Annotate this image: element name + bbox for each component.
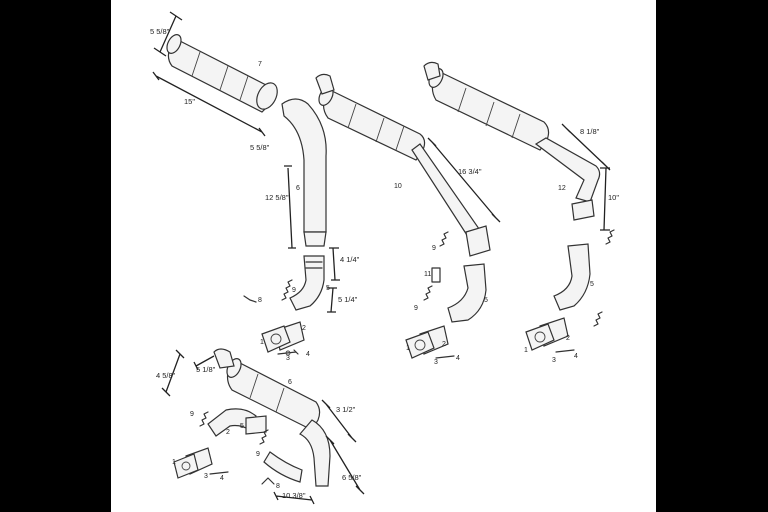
springs-3 — [593, 229, 615, 327]
diagram-sheet — [111, 0, 656, 512]
callout-5-a: 5 — [326, 285, 330, 292]
springs-1 — [243, 279, 293, 303]
dim-lower-3: 10" — [608, 193, 619, 202]
callout-4-b: 4 — [456, 355, 460, 362]
dim-length-1: 15" — [184, 97, 195, 106]
callout-3-c: 3 — [552, 357, 556, 364]
callout-9-d: 9 — [190, 411, 194, 418]
dimension-lines-3 — [561, 123, 611, 231]
dim-height-1: 5 5/8" — [150, 27, 170, 36]
dimension-line-2 — [427, 137, 501, 223]
pipe-6 — [281, 98, 327, 247]
callout-1-c: 1 — [524, 347, 528, 354]
callout-1-b: 1 — [406, 345, 410, 352]
callout-4-d: 4 — [220, 475, 224, 482]
elbow-5-assembly-3 — [553, 243, 591, 311]
dim-upper-3: 8 1/8" — [580, 127, 600, 136]
dimension-lines-1 — [152, 11, 340, 313]
callout-5-d: 5 — [240, 423, 244, 430]
callout-1-a: 1 — [260, 339, 264, 346]
muffler-10 — [315, 73, 491, 257]
callout-11: 11 — [424, 271, 431, 278]
callout-4-a: 4 — [306, 351, 310, 358]
callout-3-d: 3 — [204, 473, 208, 480]
callout-4-c: 4 — [574, 353, 578, 360]
callout-9-b: 9 — [432, 245, 436, 252]
dim-height-4: 4 5/8" — [156, 371, 176, 380]
callout-3-b: 3 — [434, 359, 438, 366]
callout-2-a: 2 — [302, 325, 306, 332]
callout-9-a: 9 — [292, 287, 296, 294]
muffler-7 — [166, 34, 278, 113]
dim-elbow-1: 5 1/4" — [338, 295, 358, 304]
callout-9-c: 9 — [414, 305, 418, 312]
callout-1-d: 1 — [172, 459, 176, 466]
callout-8-a: 8 — [258, 297, 262, 304]
muffler-12 — [423, 61, 601, 221]
callout-2-b: 2 — [442, 341, 446, 348]
dim-neck-4: 5 1/8" — [196, 365, 216, 374]
dim-pipe-gap-1: 5 5/8" — [250, 143, 270, 152]
flange-1-assembly-4 — [173, 447, 229, 479]
callout-3-a: 3 — [286, 355, 290, 362]
elbow-5-assembly-1 — [289, 255, 325, 311]
flange-1-assembly-2 — [405, 325, 455, 359]
callout-6: 6 — [296, 185, 300, 192]
springs-2 — [423, 231, 449, 301]
callout-2-c: 2 — [566, 335, 570, 342]
flange-1-assembly-1 — [261, 321, 305, 356]
muffler-6-assembly-4 — [213, 348, 331, 487]
flange-1-assembly-3 — [525, 317, 575, 353]
elbow-5-assembly-4 — [207, 408, 267, 437]
dim-bottom-4: 10 3/8" — [282, 491, 306, 500]
callout-5-c: 5 — [590, 281, 594, 288]
dim-length-2: 16 3/4" — [458, 167, 482, 176]
callout-2-d: 2 — [226, 429, 230, 436]
dim-right-4: 3 1/2" — [336, 405, 356, 414]
dimension-lines-4 — [161, 349, 365, 505]
dim-pipe-length-1: 12 5/8" — [265, 193, 289, 202]
callout-8-d: 8 — [276, 483, 280, 490]
callout-6-d: 6 — [288, 379, 292, 386]
dim-coupler-1: 4 1/4" — [340, 255, 360, 264]
callout-9-e: 9 — [256, 451, 260, 458]
springs-4 — [199, 411, 275, 485]
elbow-5-assembly-2 — [447, 263, 487, 323]
callout-12: 12 — [558, 185, 566, 192]
callout-7: 7 — [258, 61, 262, 68]
callout-10: 10 — [394, 183, 402, 190]
dim-down-4: 6 5/8" — [342, 473, 362, 482]
callout-5-b: 5 — [484, 297, 488, 304]
